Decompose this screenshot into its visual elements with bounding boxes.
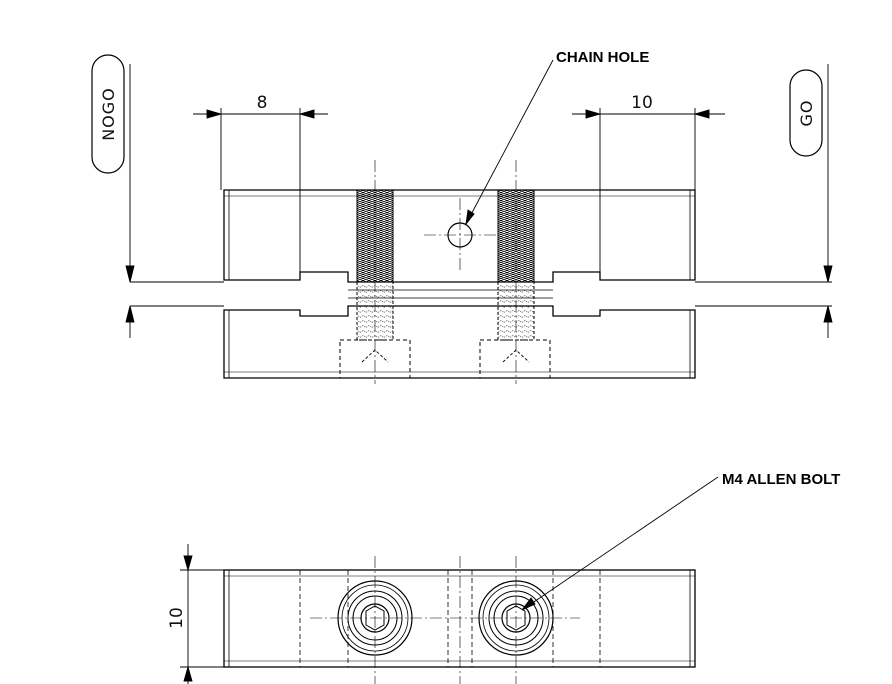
nogo-gauge-marker xyxy=(91,54,135,338)
go-label: GO xyxy=(797,100,816,127)
dimension-height xyxy=(180,544,224,684)
chain-hole-label: CHAIN HOLE xyxy=(556,49,649,66)
dimension-left-value: 8 xyxy=(257,93,268,113)
nogo-label: NOGO xyxy=(99,87,118,141)
upper-block xyxy=(223,189,696,283)
dimension-right xyxy=(572,108,725,272)
bottom-block xyxy=(223,569,696,668)
go-gauge-marker xyxy=(789,64,833,338)
dimension-height-value: 10 xyxy=(167,607,187,629)
lower-block xyxy=(223,305,696,379)
top-view xyxy=(130,160,832,384)
allen-bolt-label: M4 ALLEN BOLT xyxy=(722,471,840,488)
dimension-right-value: 10 xyxy=(631,93,653,113)
bolt-head-right xyxy=(479,339,551,379)
allen-bolt-right xyxy=(478,580,554,656)
allen-bolt-leader xyxy=(521,476,719,611)
chain-hole-leader xyxy=(465,59,554,226)
bottom-view xyxy=(223,556,696,684)
allen-bolt-left xyxy=(337,580,413,656)
dimension-left xyxy=(193,108,328,272)
